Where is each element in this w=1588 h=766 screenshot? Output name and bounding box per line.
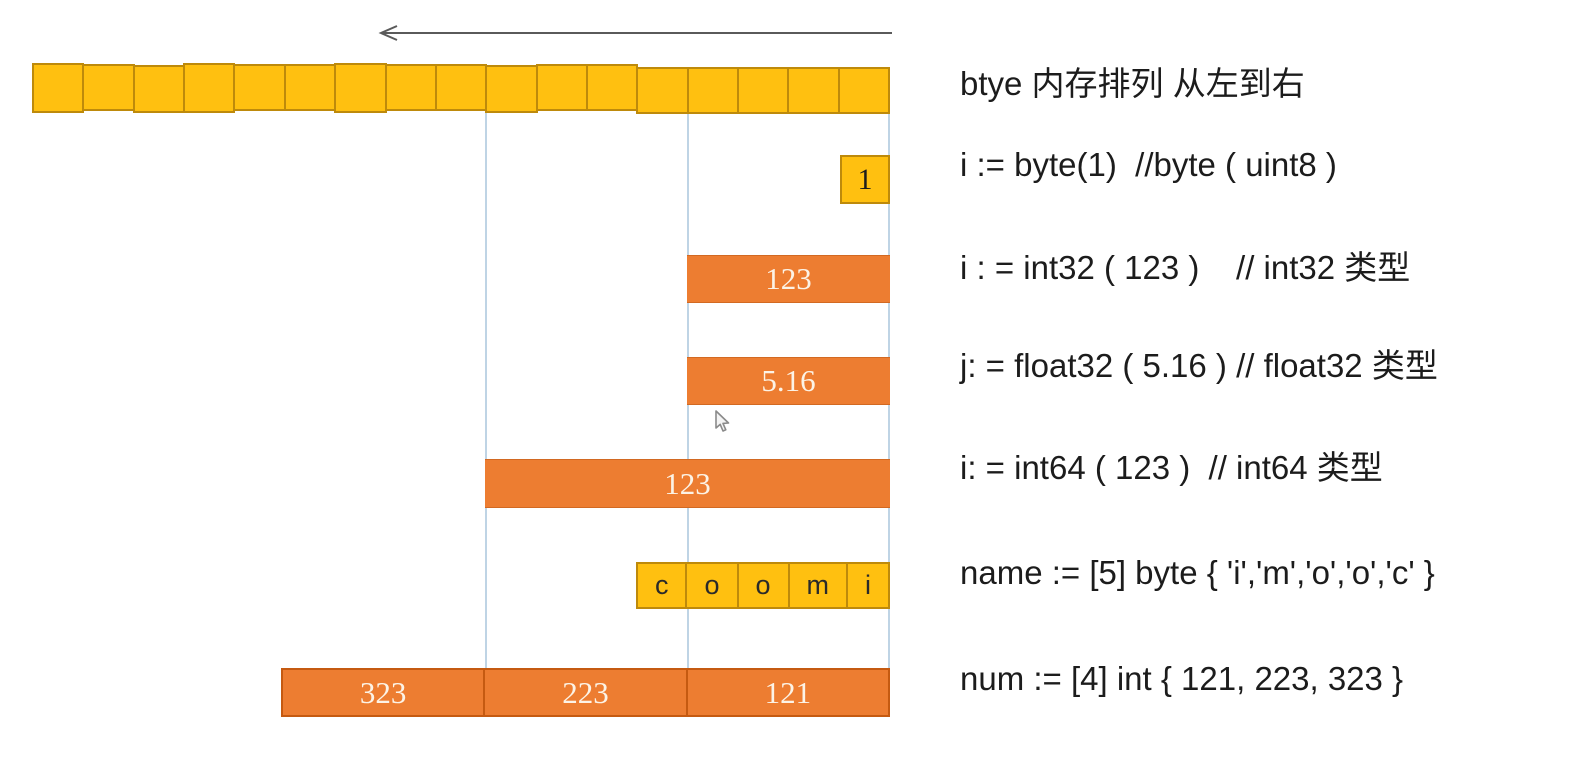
byte-cell bbox=[384, 64, 437, 111]
num-int-array-row: 323 223 121 bbox=[281, 668, 890, 717]
byte-cell bbox=[485, 65, 538, 113]
int32-bar: 123 bbox=[687, 255, 890, 303]
byte-cell bbox=[535, 64, 588, 111]
mouse-cursor-icon bbox=[715, 410, 730, 432]
note-int64-decl: i: = int64 ( 123 ) // int64 类型 bbox=[960, 449, 1383, 486]
byte-cell bbox=[585, 64, 639, 111]
int64-bar-label: 123 bbox=[664, 465, 711, 501]
name-cell: o bbox=[736, 562, 790, 609]
byte-value-cell: 1 bbox=[840, 155, 890, 204]
note-float32-decl: j: = float32 ( 5.16 ) // float32 类型 bbox=[960, 347, 1438, 384]
name-cell: m bbox=[787, 562, 848, 609]
byte-cell bbox=[737, 67, 790, 114]
note-int32-decl: i : = int32 ( 123 ) // int32 类型 bbox=[960, 249, 1411, 286]
byte-cell bbox=[233, 64, 286, 111]
byte-cell bbox=[787, 67, 840, 114]
byte-cell bbox=[334, 63, 387, 113]
name-cell-label: i bbox=[864, 570, 871, 600]
byte-cell bbox=[183, 63, 236, 113]
name-cell: o bbox=[685, 562, 739, 609]
num-segment: 223 bbox=[483, 670, 685, 715]
name-cell: i bbox=[846, 562, 890, 609]
int32-bar-label: 123 bbox=[765, 261, 812, 296]
gridline-right bbox=[888, 111, 890, 717]
byte-memory-strip bbox=[32, 63, 891, 114]
left-arrow-icon bbox=[378, 25, 892, 41]
float32-bar: 5.16 bbox=[687, 357, 890, 405]
num-segment-label: 121 bbox=[764, 674, 812, 710]
note-title: btye 内存排列 从左到右 bbox=[960, 65, 1305, 102]
byte-cell bbox=[132, 65, 186, 113]
byte-cell bbox=[283, 64, 337, 111]
int64-bar: 123 bbox=[485, 459, 890, 508]
byte-cell bbox=[686, 67, 740, 114]
byte-cell bbox=[32, 63, 85, 113]
note-num-decl: num := [4] int { 121, 223, 323 } bbox=[960, 660, 1404, 697]
name-byte-array-row: c o o m i bbox=[636, 562, 890, 609]
note-name-decl: name := [5] byte { 'i','m','o','o','c' } bbox=[960, 554, 1435, 591]
byte-cell bbox=[837, 67, 891, 114]
name-cell: c bbox=[636, 562, 688, 609]
num-segment: 323 bbox=[283, 670, 483, 715]
byte-cell bbox=[434, 64, 488, 111]
byte-cell bbox=[82, 64, 135, 111]
name-cell-label: c bbox=[654, 570, 669, 600]
gridline-left bbox=[485, 111, 487, 668]
num-segment: 121 bbox=[685, 670, 888, 715]
byte-value-label: 1 bbox=[857, 162, 873, 196]
num-segment-label: 223 bbox=[562, 674, 609, 710]
note-byte-decl: i := byte(1) //byte ( uint8 ) bbox=[960, 146, 1337, 183]
byte-cell bbox=[636, 67, 689, 114]
name-cell-label: o bbox=[704, 570, 720, 600]
name-cell-label: o bbox=[755, 570, 771, 600]
name-cell-label: m bbox=[806, 570, 830, 600]
float32-bar-label: 5.16 bbox=[761, 363, 816, 398]
num-segment-label: 323 bbox=[359, 674, 407, 710]
